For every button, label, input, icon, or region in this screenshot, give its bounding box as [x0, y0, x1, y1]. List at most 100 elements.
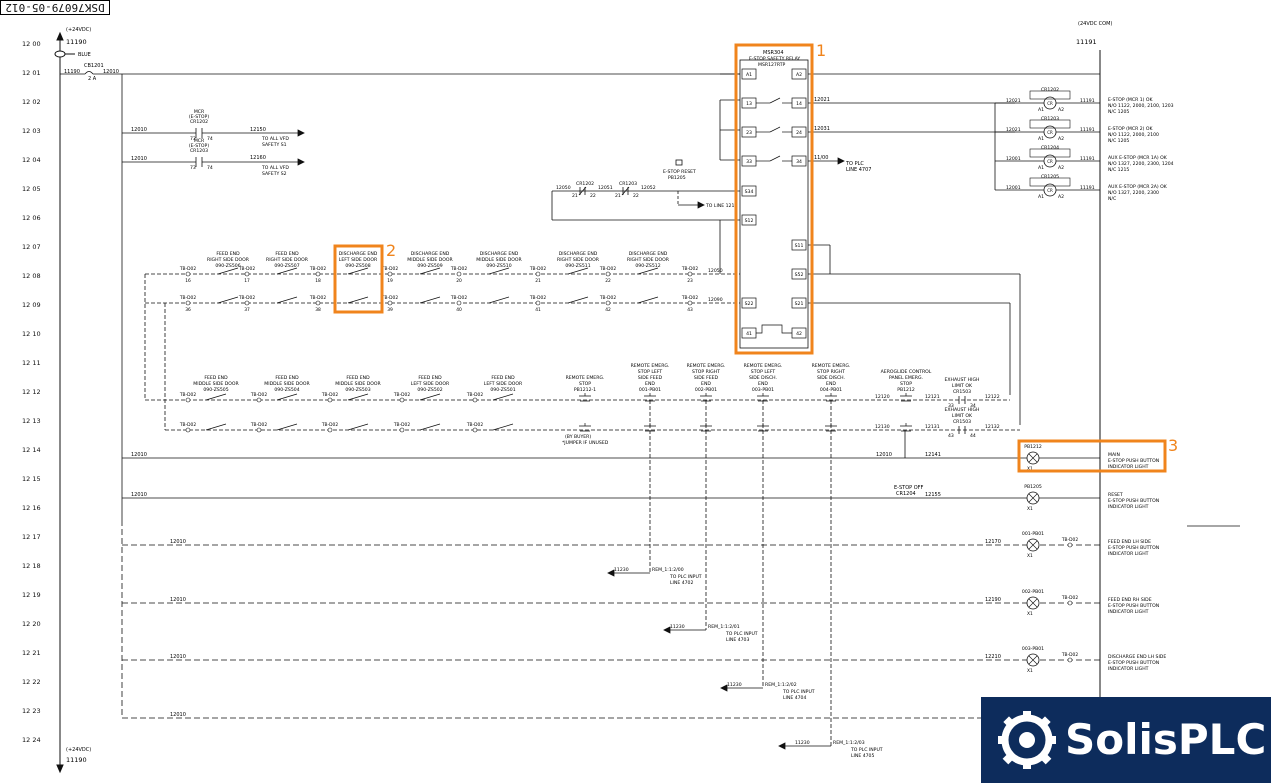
coil [1043, 125, 1057, 139]
light-tag: PB1212 [1024, 444, 1042, 450]
estop-name: PANEL EMERG. [889, 375, 923, 381]
light-pin: X1 [1027, 506, 1033, 512]
relay-terminal-label: 34 [796, 159, 802, 165]
door-switch-tag: 090-ZS504 [274, 387, 299, 393]
door-switch-name: FEED END [275, 251, 299, 257]
relay-terminal-label: 14 [796, 101, 802, 107]
tb-label: TB-D02 [179, 295, 196, 301]
estop-name: END [701, 381, 711, 387]
light-desc: E-STOP PUSH BUTTON [1108, 498, 1159, 504]
estop-name: SIDE FEED [694, 375, 719, 381]
plc-rem: REM_1:1:2/02 [765, 682, 797, 688]
coil-wire-label: 12001 [1006, 156, 1021, 162]
relay-model: MSR127RTP [758, 62, 786, 68]
rung-number: 12 16 [22, 504, 41, 512]
estop-contact [579, 393, 591, 402]
wire-12130: 12130 [875, 424, 890, 430]
rung-number: 12 00 [22, 40, 41, 48]
coil-diode [1029, 90, 1071, 100]
estop-name: STOP [900, 381, 912, 387]
plc-rem: REM_1:1:2/01 [708, 624, 740, 630]
tb-label: TB-D02 [250, 392, 267, 398]
door-switch-name: FEED END [418, 375, 442, 381]
reset-pin: 21 [572, 193, 578, 199]
coil-desc: N/C 1215 [1108, 167, 1129, 173]
light-desc: FEED END RH SIDE [1108, 597, 1152, 603]
coil-cr: CR1205 [1041, 174, 1059, 180]
rung-number: 12 01 [22, 69, 41, 77]
coil-pin: A1 [1038, 136, 1044, 142]
wire-12050-b: 12050 [708, 268, 723, 274]
tb-terminal [185, 427, 191, 433]
tb-terminal [1067, 542, 1073, 548]
light-tag: 001-PB01 [1022, 531, 1044, 537]
door-switch-name: FEED END [346, 375, 370, 381]
door-switch-name: FEED END [216, 251, 240, 257]
wire-12210: 12210 [985, 654, 1001, 660]
wire-12010-i: 12010 [170, 712, 186, 718]
mcr-dest: SAFETY S1 [262, 142, 287, 148]
wire-12190: 12190 [985, 597, 1001, 603]
estop-name: END [758, 381, 768, 387]
exhaust-pin: 33 [948, 403, 954, 409]
coil-cr: CR1202 [1041, 87, 1059, 93]
plc-dest: TO PLC INPUT [850, 747, 883, 753]
exhaust-name: LIMIT OK [952, 383, 973, 389]
door-switch-name: MIDDLE SIDE DOOR [335, 381, 381, 387]
door-switch-tag: 090-ZS508 [345, 263, 370, 269]
coil-desc: AUX E-STOP (MCR 2A) OK [1108, 184, 1168, 190]
exhaust-name: LIMIT OK [952, 413, 973, 419]
wire-12010-c: 12010 [131, 156, 147, 162]
tb-number: 36 [185, 307, 191, 313]
door-switch-name: LEFT SIDE DOOR [339, 257, 378, 263]
estop-tag: 004-PB01 [820, 387, 842, 393]
exhaust-pin: 44 [970, 433, 976, 439]
mcr-pin: 74 [207, 165, 213, 171]
reset-cr2: CR1203 [619, 181, 637, 187]
tb-number: 43 [687, 307, 693, 313]
relay-terminal-label: S22 [745, 301, 754, 307]
estop-contact [579, 423, 591, 432]
tb-label: TB-D02 [309, 266, 326, 272]
wire-11230: 11230 [795, 740, 810, 746]
door-switch-name: DISCHARGE END [559, 251, 598, 257]
tb-number: 39 [387, 307, 393, 313]
right-top-wire: 11191 [1076, 38, 1097, 46]
relay-terminal-label: 13 [746, 101, 752, 107]
wire-12021: 12021 [814, 97, 830, 103]
rung-number: 12 22 [22, 678, 41, 686]
relay-terminal-label: S11 [795, 243, 804, 249]
door-switch-name: FEED END [491, 375, 515, 381]
tb-number: 22 [605, 278, 611, 284]
door-switch-contact [419, 267, 441, 275]
rung-number: 12 13 [22, 417, 41, 425]
door-switch-name: RIGHT SIDE DOOR [266, 257, 309, 263]
wire-12010-h: 12010 [170, 654, 186, 660]
relay-terminal [741, 297, 757, 309]
wire-12010-d: 12010 [131, 452, 147, 458]
wire-12010-b: 12010 [131, 127, 147, 133]
coil [1043, 96, 1057, 110]
tb-terminal [472, 427, 478, 433]
tb-terminal [472, 397, 478, 403]
estop-tag: 003-PB01 [752, 387, 774, 393]
rung-number: 12 11 [22, 359, 41, 367]
tb-label: TB-D02 [450, 266, 467, 272]
door-switch-name: RIGHT SIDE DOOR [557, 257, 600, 263]
door-switch-tag: 090-ZS510 [486, 263, 511, 269]
plc-dest: TO PLC INPUT [782, 689, 815, 695]
reset-pin: 22 [633, 193, 639, 199]
estop-name: STOP [579, 381, 591, 387]
tb-terminal [387, 271, 393, 277]
estop-name: SIDE FEED [638, 375, 663, 381]
tb-terminal [456, 271, 462, 277]
door-switch-name: MIDDLE SIDE DOOR [407, 257, 453, 263]
indicator-light-x [1028, 493, 1038, 503]
tb-label: TB-D02 [681, 266, 698, 272]
door-switch-contact [276, 393, 298, 401]
door-switch-contact [492, 393, 514, 401]
estop-off-label: E-STOP OFF [894, 485, 924, 491]
estop-name: REMOTE EMERG. [566, 375, 605, 381]
tb-terminal [185, 271, 191, 277]
estop-name: END [826, 381, 836, 387]
